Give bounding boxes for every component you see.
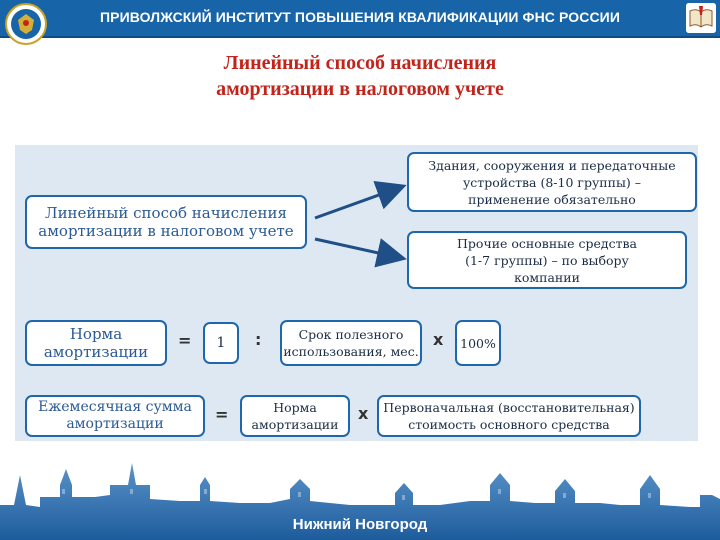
divide-sign: : xyxy=(255,330,262,349)
equals-sign-1: = xyxy=(178,331,192,350)
rate-label-line2: амортизации xyxy=(43,343,149,361)
rate-label-line1: Норма xyxy=(69,325,123,343)
slide-title-line1: Линейный способ начисления xyxy=(223,52,497,74)
one-box: 1 xyxy=(203,322,239,364)
institute-title: ПРИВОЛЖСКИЙ ИНСТИТУТ ПОВЫШЕНИЯ КВАЛИФИКА… xyxy=(100,9,620,25)
main-method-line1: Линейный способ начисления xyxy=(45,204,287,222)
useful-life-line2: использования, мес. xyxy=(283,344,419,359)
percent-box: 100% xyxy=(455,320,501,366)
buildings-line1: Здания, сооружения и передаточные xyxy=(428,157,676,173)
book-logo-icon xyxy=(686,3,716,33)
rate-ref-line1: Норма xyxy=(273,400,317,415)
monthly-amount-box: Ежемесячная сумма амортизации xyxy=(25,395,205,437)
slide-title: Линейный способ начисления амортизации в… xyxy=(100,50,620,102)
equals-sign-2: = xyxy=(215,405,229,424)
initial-cost-line2: стоимость основного средства xyxy=(408,417,610,432)
monthly-amount-line1: Ежемесячная сумма xyxy=(38,399,192,415)
one-value: 1 xyxy=(216,335,226,351)
monthly-amount-line2: амортизации xyxy=(66,416,164,432)
other-assets-line1: Прочие основные средства xyxy=(457,235,637,251)
other-assets-line3: компании xyxy=(514,269,580,285)
useful-life-line1: Срок полезного xyxy=(298,327,404,342)
other-assets-box: Прочие основные средства (1-7 группы) – … xyxy=(407,231,687,289)
rate-ref-line2: амортизации xyxy=(251,417,339,432)
arrow-to-other-assets xyxy=(314,237,407,268)
times-sign-1: x xyxy=(433,330,444,349)
main-method-box: Линейный способ начисления амортизации в… xyxy=(25,195,307,249)
buildings-line2: устройства (8-10 группы) – xyxy=(462,174,642,190)
initial-cost-box: Первоначальная (восстановительная) стоим… xyxy=(377,395,641,437)
buildings-box: Здания, сооружения и передаточные устрой… xyxy=(407,152,697,212)
kremlin-silhouette-image xyxy=(0,463,720,540)
initial-cost-line1: Первоначальная (восстановительная) xyxy=(383,400,635,415)
diagram-panel: Линейный способ начисления амортизации в… xyxy=(15,145,698,441)
main-method-line2: амортизации в налоговом учете xyxy=(38,222,294,240)
times-sign-2: x xyxy=(358,404,369,423)
tax-service-emblem-icon xyxy=(5,3,47,45)
depreciation-rate-box: Норма амортизации xyxy=(25,320,167,366)
buildings-line3: применение обязательно xyxy=(468,191,636,207)
footer-city-label: Нижний Новгород xyxy=(292,516,428,533)
arrow-to-buildings xyxy=(314,181,407,220)
rate-ref-box: Норма амортизации xyxy=(240,395,350,437)
header-bar: ПРИВОЛЖСКИЙ ИНСТИТУТ ПОВЫШЕНИЯ КВАЛИФИКА… xyxy=(0,0,720,45)
other-assets-line2: (1-7 группы) – по выбору xyxy=(465,252,629,268)
slide-title-line2: амортизации в налоговом учете xyxy=(216,78,504,100)
useful-life-box: Срок полезного использования, мес. xyxy=(280,320,422,366)
percent-value: 100% xyxy=(460,335,496,351)
branch-arrows xyxy=(314,181,407,268)
